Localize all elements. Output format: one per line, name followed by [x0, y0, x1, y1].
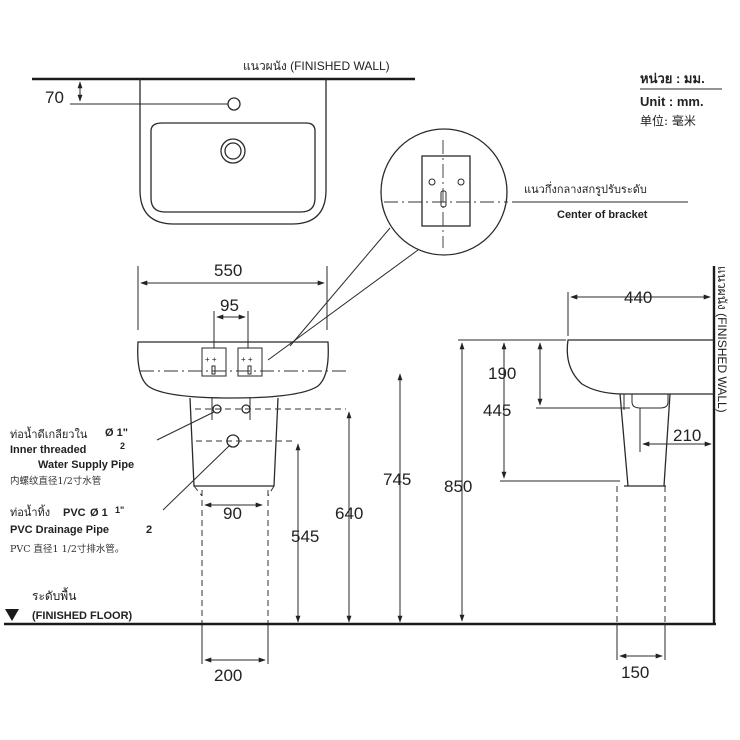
dim-850: 850 [444, 477, 472, 496]
finished-wall-label-top: แนวผนัง (FINISHED WALL) [243, 59, 390, 73]
bracket-detail: แนวกึ่งกลางสกรูปรับระดับ Center of brack… [267, 128, 688, 361]
unit-english: Unit : mm. [640, 94, 704, 109]
floor-marker-icon [5, 609, 19, 621]
drain-label-en: PVC Drainage Pipe [10, 524, 109, 536]
dim-545: 545 [291, 527, 319, 546]
supply-label-cn: 内螺纹直径1/2寸水管 [10, 475, 101, 487]
drain-size-den: 2 [146, 524, 152, 536]
side-view: แนวผนัง (FINISHED WALL) 440 850 190 445 … [444, 266, 729, 682]
dim-550: 550 [214, 261, 242, 280]
front-view: 550 95 + + + + 90 [10, 261, 411, 685]
dim-95: 95 [220, 296, 239, 315]
supply-label-en1: Inner threaded [10, 444, 86, 456]
supply-size-den: 2 [120, 441, 125, 451]
floor-label-thai: ระดับพื้น [32, 587, 76, 603]
dim-190: 190 [488, 364, 516, 383]
supply-label-en2: Water Supply Pipe [38, 459, 134, 471]
svg-text:+ +: + + [205, 355, 217, 364]
drain-label-cn: PVC 直径1 1/2寸排水管。 [10, 543, 124, 555]
finished-wall-label-side: แนวผนัง (FINISHED WALL) [715, 266, 729, 413]
svg-text:+ +: + + [241, 355, 253, 364]
bracket-label-thai: แนวกึ่งกลางสกรูปรับระดับ [524, 181, 647, 196]
dim-440: 440 [624, 288, 652, 307]
supply-label-thai: ท่อน้ำดีเกลียวใน [10, 426, 88, 441]
dim-445: 445 [483, 401, 511, 420]
unit-chinese: 单位: 毫米 [640, 113, 696, 128]
dim-210: 210 [673, 426, 701, 445]
dim-200: 200 [214, 666, 242, 685]
dim-745: 745 [383, 470, 411, 489]
unit-legend: หน่วย : มม. Unit : mm. 单位: 毫米 [640, 71, 722, 128]
bracket-label-en: Center of bracket [557, 209, 648, 221]
top-view: แนวผนัง (FINISHED WALL) 70 [32, 59, 415, 225]
drain-label-thai: ท่อน้ำทิ้ง [10, 504, 50, 519]
unit-thai: หน่วย : มม. [640, 71, 705, 86]
drain-size: Ø 1 [90, 507, 108, 519]
dim-640: 640 [335, 504, 363, 523]
drain-size-sup: 1" [115, 505, 124, 515]
floor: ระดับพื้น (FINISHED FLOOR) [4, 587, 716, 626]
floor-label-en: (FINISHED FLOOR) [32, 610, 133, 622]
dim-70: 70 [45, 88, 64, 107]
dim-90: 90 [223, 504, 242, 523]
dim-150: 150 [621, 663, 649, 682]
supply-size: Ø 1" [105, 427, 128, 439]
drain-pvc: PVC [63, 507, 86, 519]
